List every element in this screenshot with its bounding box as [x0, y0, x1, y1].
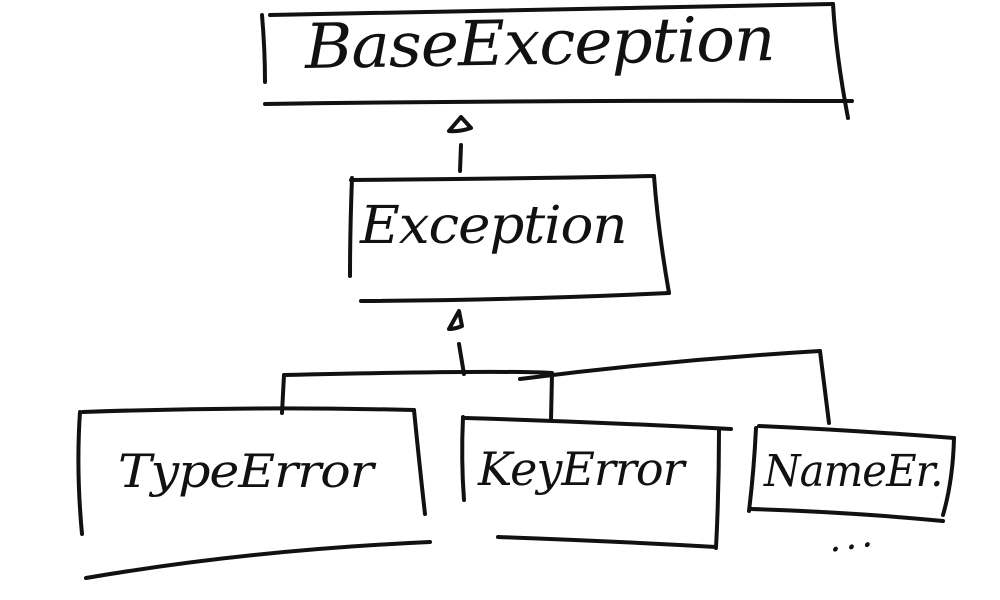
base-exception-label: BaseException: [304, 2, 776, 83]
more-subclasses-indicator: ...: [824, 510, 879, 561]
type-error-box: [76, 406, 432, 580]
exception-box: [348, 174, 671, 303]
name-error-box: [747, 424, 956, 523]
name-error-label: NameEr.: [764, 446, 943, 497]
branch-connector: [280, 349, 831, 425]
inheritance-arrow-lower: [447, 309, 466, 376]
inheritance-arrow-upper: [447, 115, 473, 173]
key-error-label: KeyError: [478, 442, 685, 496]
base-exception-box: [260, 2, 854, 120]
key-error-box: [460, 415, 733, 550]
type-error-label: TypeError: [118, 444, 374, 498]
exception-label: Exception: [360, 196, 628, 256]
